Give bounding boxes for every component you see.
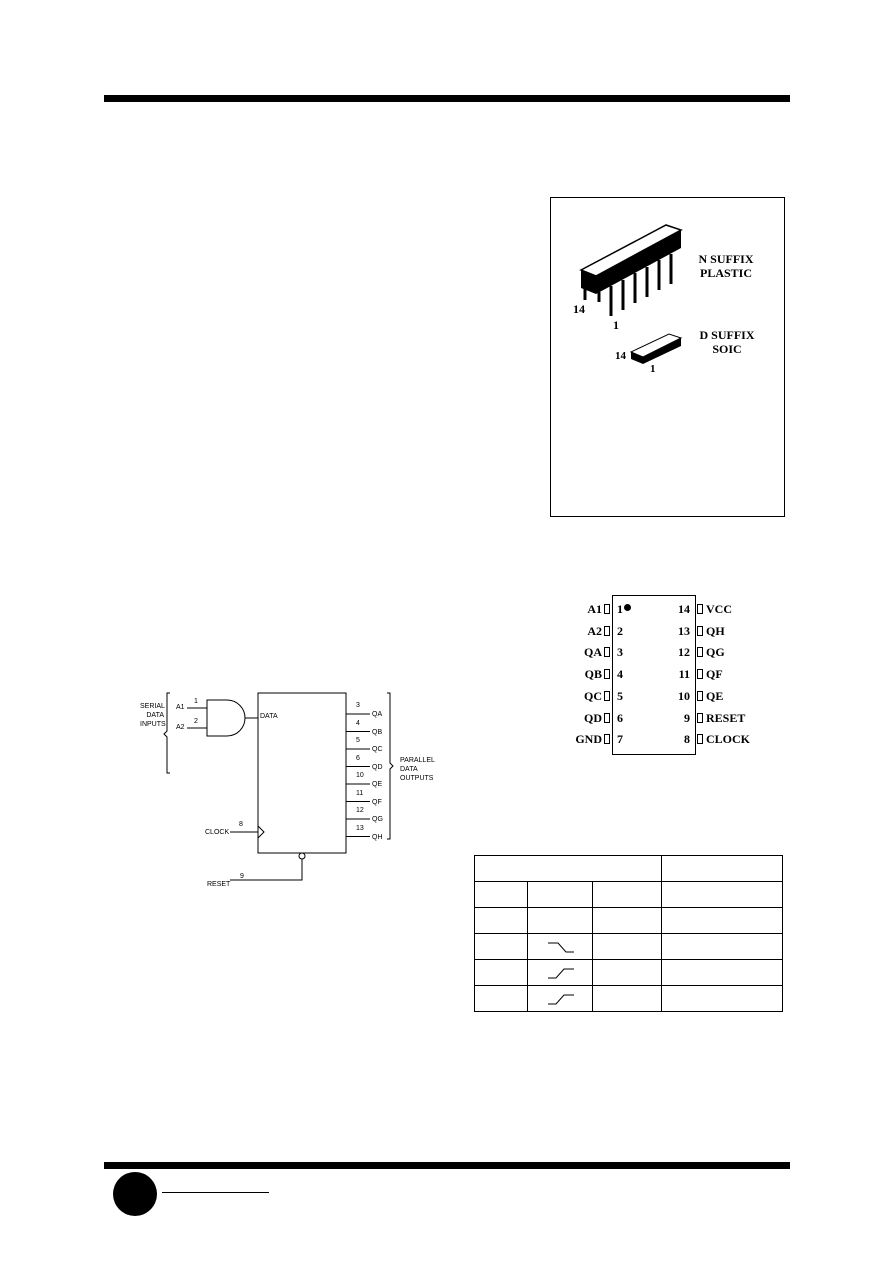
pin-stub bbox=[604, 734, 610, 745]
table-row bbox=[474, 933, 783, 960]
output-pin: 13 bbox=[356, 824, 364, 832]
pin-number-right: 10 bbox=[678, 688, 690, 703]
pin-name-right: QG bbox=[706, 645, 725, 660]
dip-pin1-label: 1 bbox=[613, 318, 619, 332]
pin-stub bbox=[604, 669, 610, 680]
pin-number-right: 8 bbox=[684, 732, 690, 747]
pin-stub bbox=[604, 604, 610, 614]
soic-package-drawing bbox=[629, 333, 683, 364]
table-header-outputs bbox=[661, 855, 783, 882]
pin-stub bbox=[697, 712, 703, 723]
output-name: QB bbox=[372, 728, 383, 736]
clock-pin: 8 bbox=[239, 821, 243, 828]
dip-pin14-label: 14 bbox=[573, 302, 585, 316]
reset-label: RESET bbox=[207, 881, 231, 888]
rising-edge-icon bbox=[548, 968, 574, 978]
pin-stub bbox=[604, 690, 610, 701]
output-pin: 12 bbox=[356, 807, 364, 814]
pin-number-right: 9 bbox=[684, 710, 690, 725]
output-pin: 10 bbox=[356, 772, 364, 779]
pin-name-right: CLOCK bbox=[706, 732, 751, 747]
pin-stub bbox=[604, 625, 610, 636]
output-pin: 4 bbox=[356, 719, 360, 727]
pin-stub bbox=[697, 604, 703, 614]
output-name: QD bbox=[372, 763, 383, 771]
footer-line bbox=[162, 1192, 269, 1193]
pin-number-left: 1 bbox=[617, 602, 623, 616]
pin-name-right: RESET bbox=[706, 710, 746, 725]
soic-pin1-label: 1 bbox=[650, 363, 656, 375]
pin-stub bbox=[697, 690, 703, 701]
a1-label: A1 bbox=[176, 704, 185, 711]
output-pin: 5 bbox=[356, 737, 360, 744]
pin-number-left: 7 bbox=[617, 732, 623, 747]
pin-number-right: 11 bbox=[678, 667, 690, 682]
table-row bbox=[474, 881, 783, 908]
output-name: QE bbox=[372, 781, 383, 788]
pin-stub bbox=[604, 647, 610, 658]
function-table bbox=[474, 855, 783, 1012]
table-row bbox=[474, 907, 783, 934]
a2-pin: 2 bbox=[194, 718, 198, 725]
pin-name-right: QH bbox=[706, 623, 725, 638]
pin-name-left: QA bbox=[584, 645, 602, 660]
output-name: QG bbox=[372, 816, 383, 823]
pinout-ic-body bbox=[612, 595, 696, 755]
rising-edge-icon bbox=[548, 994, 574, 1004]
pin-number-right: 12 bbox=[678, 645, 690, 660]
data-label: DATA bbox=[260, 713, 278, 720]
pin-number-right: 13 bbox=[678, 623, 690, 638]
output-name: QF bbox=[372, 798, 382, 806]
pin-stub bbox=[697, 669, 703, 680]
logic-diagram bbox=[163, 692, 394, 881]
output-pin: 11 bbox=[356, 789, 364, 797]
pin-name-right: QF bbox=[706, 667, 723, 682]
pin-name-left: GND bbox=[575, 732, 602, 747]
output-name: QC bbox=[372, 746, 383, 753]
pin-name-right: QE bbox=[706, 688, 724, 703]
pin-number-left: 4 bbox=[617, 667, 623, 682]
pin-name-left: QC bbox=[584, 688, 602, 703]
pin-name-right: VCC bbox=[706, 602, 732, 616]
pin1-dot-icon bbox=[624, 604, 631, 611]
falling-edge-icon bbox=[548, 942, 574, 952]
pin-stub bbox=[604, 712, 610, 723]
footer-logo-icon bbox=[113, 1172, 157, 1216]
header-rule bbox=[104, 95, 790, 102]
dip-package-drawing bbox=[579, 224, 683, 316]
footer-rule bbox=[104, 1162, 790, 1169]
table-header-inputs bbox=[474, 855, 662, 882]
pin-number-right: 14 bbox=[678, 602, 690, 616]
pin-stub bbox=[697, 625, 703, 636]
output-pin: 3 bbox=[356, 702, 360, 709]
pin-name-left: A1 bbox=[587, 602, 602, 616]
pin-number-left: 5 bbox=[617, 688, 623, 703]
a1-pin: 1 bbox=[194, 698, 198, 705]
output-name: QA bbox=[372, 711, 383, 718]
reset-pin: 9 bbox=[240, 873, 244, 880]
pin-stub bbox=[697, 647, 703, 658]
pin-name-left: QD bbox=[584, 710, 602, 725]
table-row bbox=[474, 985, 783, 1012]
pin-name-left: QB bbox=[584, 667, 602, 682]
clock-label: CLOCK bbox=[205, 829, 230, 836]
pin-stub bbox=[697, 734, 703, 745]
pin-number-left: 6 bbox=[617, 710, 623, 725]
pin-number-left: 3 bbox=[617, 645, 623, 660]
output-name: QH bbox=[372, 833, 383, 841]
pin-number-left: 2 bbox=[617, 623, 623, 638]
table-row bbox=[474, 959, 783, 986]
a2-label: A2 bbox=[176, 724, 185, 731]
output-pin: 6 bbox=[356, 754, 360, 762]
soic-pin14-label: 14 bbox=[615, 350, 626, 362]
pin-name-left: A2 bbox=[587, 623, 602, 638]
